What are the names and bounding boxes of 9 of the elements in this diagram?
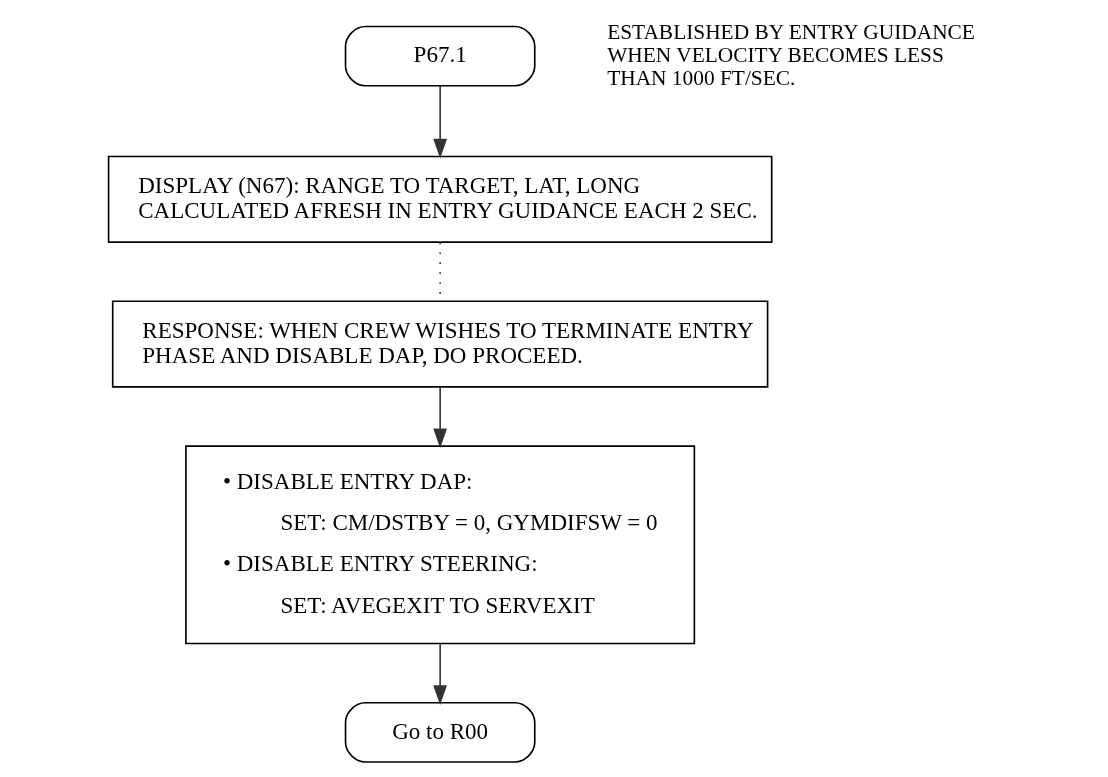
node-box: Go to R00 <box>344 701 536 763</box>
arrow <box>432 85 447 159</box>
node-box: • DISABLE ENTRY DAP: SET: CM/DSTBY = 0, GYMDIFSW = 0 • DISABLE ENTRY STEERING: SET: AVEGEXIT TO SERVEXIT <box>184 445 695 645</box>
arrow <box>432 643 447 705</box>
arrow <box>432 386 447 449</box>
node-box: RESPONSE: WHEN CREW WISHES TO TERMINATE ENTRY PHASE AND DISABLE DAP, DO PROCEED. <box>111 300 768 388</box>
node-label: ESTABLISHED BY ENTRY GUIDANCE WHEN VELOCITY BECOMES LESS THAN 1000 FT/SEC. <box>606 19 975 90</box>
node-box: P67.1 <box>344 25 536 87</box>
node-box: DISPLAY (N67): RANGE TO TARGET, LAT, LONG CALCULATED AFRESH IN ENTRY GUIDANCE EACH 2 SEC. <box>107 155 773 243</box>
